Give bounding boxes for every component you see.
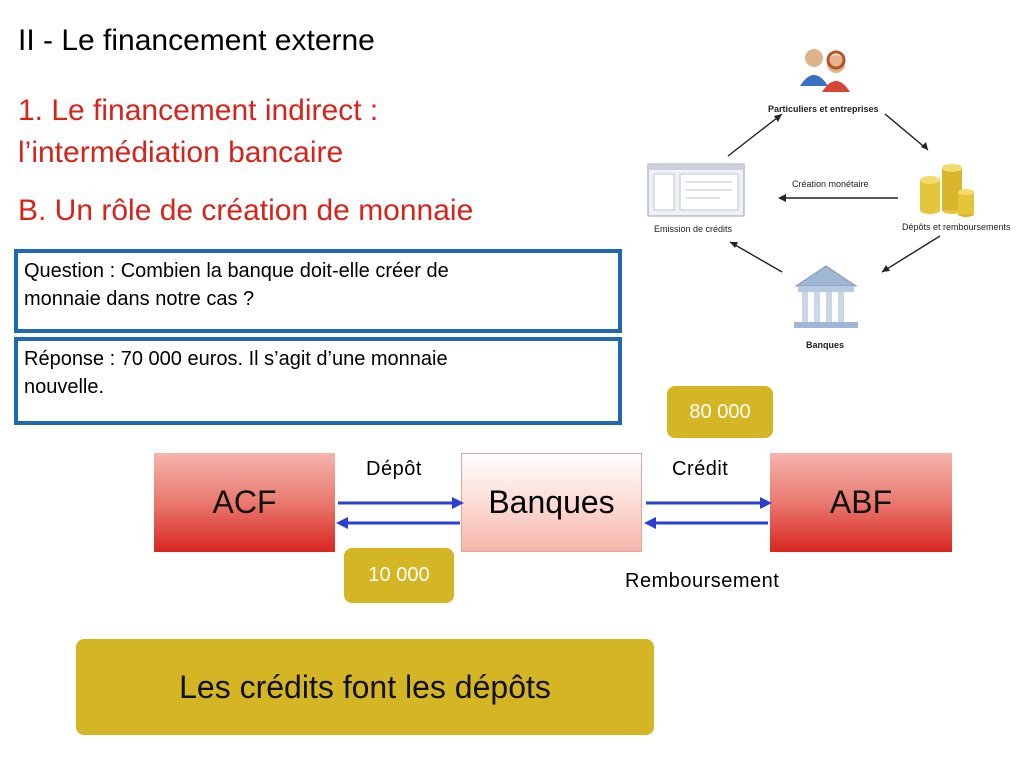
illus-particuliers: Particuliers et entreprises: [768, 104, 879, 114]
credit-label: Crédit: [672, 458, 729, 480]
question-line-2: monnaie dans notre cas ?: [24, 288, 255, 310]
depot-label: Dépôt: [366, 458, 422, 480]
illus-emission: Emission de crédits: [654, 224, 733, 234]
credit-amount-badge: 80 000: [667, 386, 773, 438]
subtitle-line-2: l’intermédiation bancaire: [18, 136, 344, 169]
illus-banques: Banques: [806, 340, 844, 350]
answer-box: Réponse : 70 000 euros. Il s’agit d’une …: [14, 337, 622, 425]
conclusion-banner: Les crédits font les dépôts: [76, 639, 654, 735]
flow-arrows: [336, 497, 772, 529]
creation-arrow: [778, 194, 898, 202]
answer-line-1: Réponse : 70 000 euros. Il s’agit d’une …: [24, 348, 448, 370]
depot-amount-badge: 10 000: [344, 548, 454, 603]
illus-creation: Création monétaire: [792, 179, 869, 189]
subtitle: 1. Le financement indirect : l’intermédi…: [18, 90, 378, 174]
question-line-1: Question : Combien la banque doit-elle c…: [24, 260, 449, 282]
coins-icon: [920, 164, 974, 217]
acf-box: ACF: [154, 453, 335, 552]
illus-depots: Dépôts et remboursements: [902, 222, 1011, 232]
answer-line-2: nouvelle.: [24, 376, 105, 398]
subtitle-line-1: 1. Le financement indirect :: [18, 94, 379, 127]
cycle-arrows: [727, 113, 941, 273]
abf-box: ABF: [770, 453, 952, 552]
remboursement-label: Remboursement: [625, 570, 780, 592]
section-heading: B. Un rôle de création de monnaie: [18, 194, 474, 227]
bank-building-icon: [794, 265, 858, 328]
document-window-icon: [647, 163, 745, 217]
banques-box: Banques: [461, 453, 642, 552]
question-box: Question : Combien la banque doit-elle c…: [14, 249, 622, 333]
people-icon: [800, 49, 850, 92]
page-title: II - Le financement externe: [18, 24, 375, 57]
cycle-arrowheads: [730, 114, 928, 272]
money-creation-illustration: Particuliers et entreprises Emission de …: [647, 49, 1011, 350]
